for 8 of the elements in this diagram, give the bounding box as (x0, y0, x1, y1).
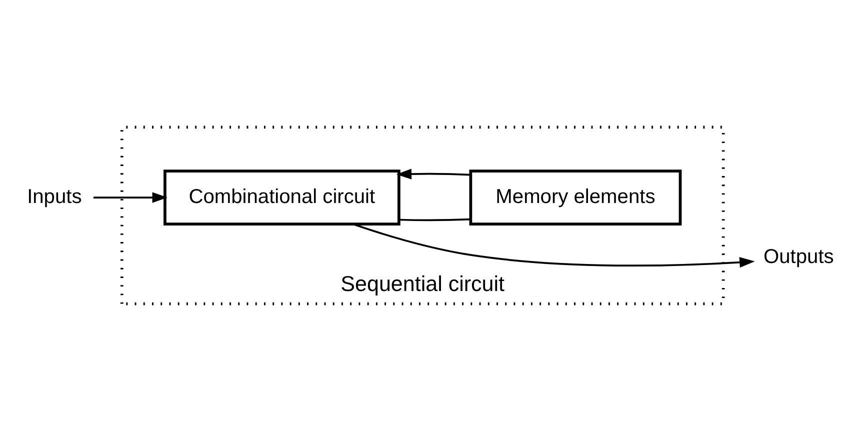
node-text: Outputs (764, 246, 834, 268)
arrow (396, 168, 471, 180)
node-box: Combinational circuit (164, 170, 400, 226)
node-box: Memory elements (469, 170, 682, 226)
arrow (93, 192, 168, 203)
node-text: Inputs (27, 186, 82, 208)
arrow (352, 223, 755, 268)
connector (399, 218, 471, 222)
